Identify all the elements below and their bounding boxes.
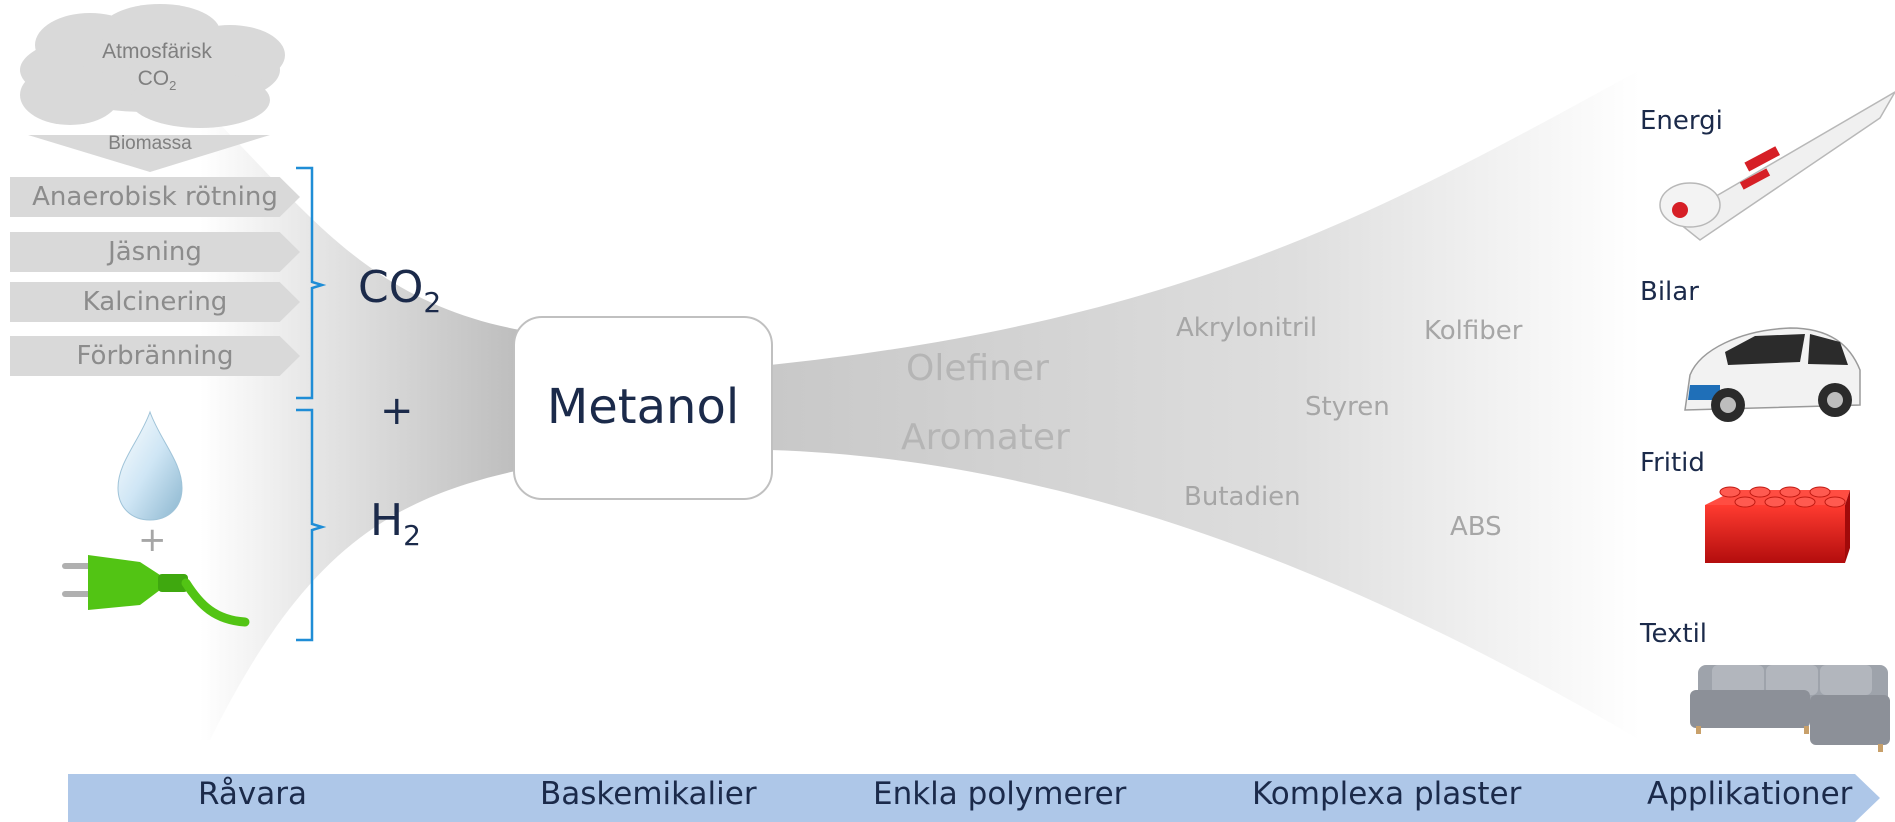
app-energi-label: Energi [1640, 106, 1723, 136]
cloud-label: Atmosfärisk CO2 [62, 38, 252, 99]
power-plug-icon [62, 555, 250, 627]
stage-ravara: Råvara [198, 776, 307, 812]
biomass-arrow [28, 135, 270, 172]
co2-sub: 2 [423, 285, 442, 319]
stage-arrow-bar [68, 774, 1880, 822]
water-drop-icon [117, 410, 183, 521]
app-fritid-label: Fritid [1640, 448, 1705, 478]
stage-applikationer: Applikationer [1647, 776, 1853, 812]
kolfiber-label: Kolfiber [1424, 316, 1523, 346]
cloud-label-line2: CO [137, 67, 170, 90]
h2-sub: 2 [403, 518, 421, 552]
app-textil-label: Textil [1640, 619, 1708, 649]
olefiner-label: Olefiner [906, 348, 1049, 389]
stage-baskemikalier: Baskemikalier [540, 776, 757, 812]
plus-label: + [380, 388, 414, 434]
metanol-box [513, 316, 773, 500]
plus-small: + [138, 520, 167, 560]
biomass-label: Biomassa [108, 133, 192, 154]
abs-label: ABS [1450, 512, 1502, 542]
stage-enkla-polymerer: Enkla polymerer [873, 776, 1127, 812]
electric-car-icon [1684, 327, 1861, 422]
cloud-label-line1: Atmosfärisk [102, 40, 212, 63]
stage-komplexa-plaster: Komplexa plaster [1252, 776, 1522, 812]
process-combustion: Förbränning [10, 336, 300, 376]
h2-label: H2 [370, 495, 421, 552]
sofa-icon [1690, 665, 1890, 752]
h2-brace [296, 408, 327, 642]
metanol-label: Metanol [546, 379, 740, 435]
cloud-label-sub: 2 [169, 78, 177, 94]
app-bilar-label: Bilar [1640, 277, 1699, 307]
co2-brace [296, 166, 327, 400]
styren-label: Styren [1305, 392, 1390, 422]
co2-main: CO [358, 262, 424, 313]
wind-turbine-blade-icon [1659, 91, 1895, 241]
cloud-icon [20, 4, 285, 128]
lego-brick-icon [1705, 486, 1850, 563]
butadien-label: Butadien [1184, 482, 1301, 512]
right-funnel [770, 70, 1640, 740]
process-anaerobic: Anaerobisk rötning [10, 177, 300, 217]
akrylonitril-label: Akrylonitril [1176, 313, 1318, 343]
co2-label: CO2 [358, 262, 441, 319]
process-fermentation: Jäsning [10, 232, 300, 272]
h2-main: H [370, 495, 404, 546]
aromater-label: Aromater [901, 417, 1070, 458]
process-calcination: Kalcinering [10, 282, 300, 322]
